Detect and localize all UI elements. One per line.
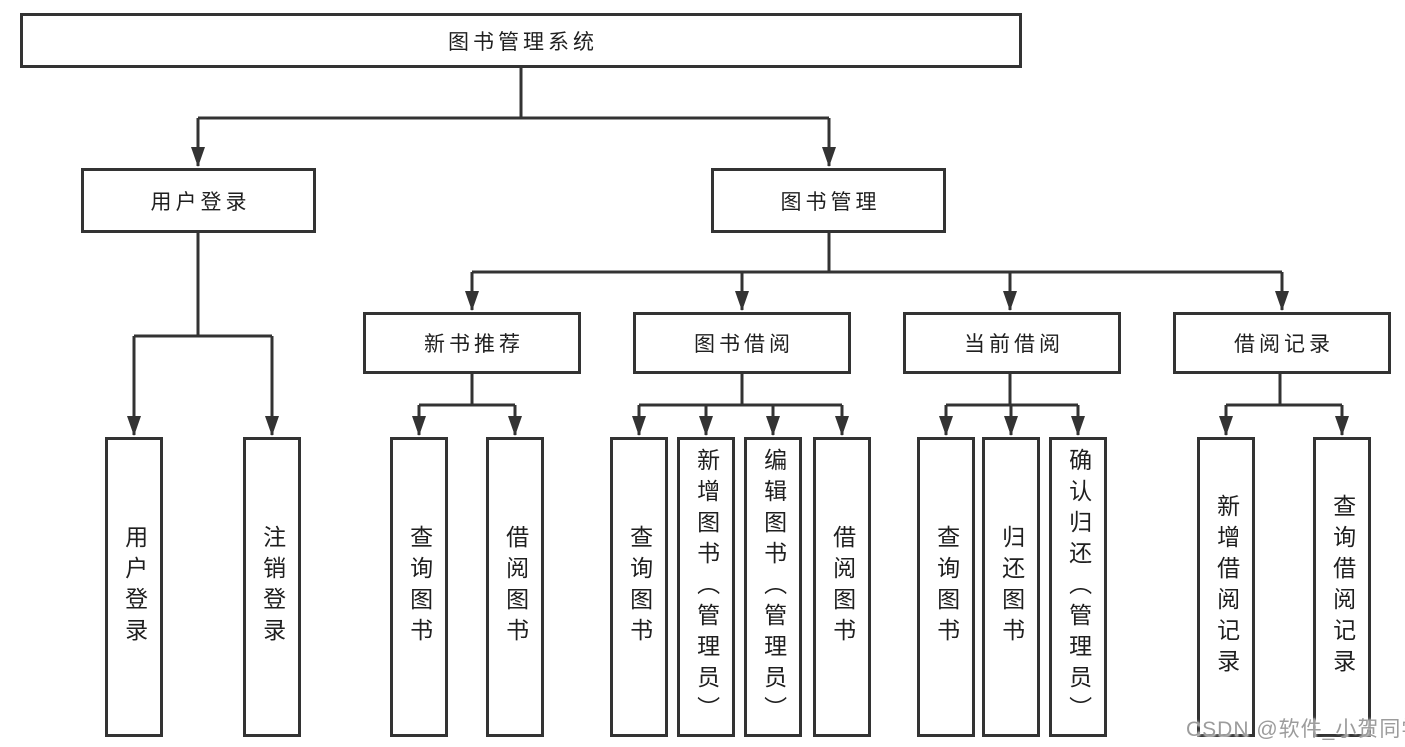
leaf-query-books-1-label: 查询图书 <box>406 525 433 649</box>
node-book-borrow: 图书借阅 <box>633 312 851 374</box>
node-book-borrow-label: 图书借阅 <box>694 333 794 356</box>
node-current-borrow-label: 当前借阅 <box>964 333 1064 356</box>
node-current-borrow: 当前借阅 <box>903 312 1121 374</box>
leaf-add-book-admin: 新增图书（管理员） <box>677 437 735 737</box>
leaf-query-books-3: 查询图书 <box>917 437 975 737</box>
leaf-return-book-label: 归还图书 <box>998 525 1025 649</box>
node-borrow-records: 借阅记录 <box>1173 312 1391 374</box>
leaf-add-book-admin-label: 新增图书（管理员） <box>693 447 720 727</box>
node-book-management: 图书管理 <box>711 168 946 233</box>
leaf-edit-book-admin-label: 编辑图书（管理员） <box>760 447 787 727</box>
leaf-borrow-books-1-label: 借阅图书 <box>502 525 529 649</box>
leaf-borrow-books-1: 借阅图书 <box>486 437 544 737</box>
leaf-user-login: 用户登录 <box>105 437 163 737</box>
leaf-query-books-3-label: 查询图书 <box>933 525 960 649</box>
leaf-return-book: 归还图书 <box>982 437 1040 737</box>
leaf-query-borrow-record: 查询借阅记录 <box>1313 437 1371 737</box>
node-user-login-label: 用户登录 <box>150 190 251 214</box>
node-root-label: 图书管理系统 <box>448 30 598 54</box>
leaf-logout: 注销登录 <box>243 437 301 737</box>
node-new-book-recommend: 新书推荐 <box>363 312 581 374</box>
leaf-confirm-return-admin-label: 确认归还（管理员） <box>1065 447 1092 727</box>
node-user-login: 用户登录 <box>81 168 316 233</box>
leaf-confirm-return-admin: 确认归还（管理员） <box>1049 437 1107 737</box>
node-new-book-recommend-label: 新书推荐 <box>424 333 524 356</box>
node-book-management-label: 图书管理 <box>780 190 881 214</box>
leaf-query-books-2: 查询图书 <box>610 437 668 737</box>
leaf-edit-book-admin: 编辑图书（管理员） <box>744 437 802 737</box>
leaf-add-borrow-record-label: 新增借阅记录 <box>1213 494 1240 680</box>
leaf-user-login-label: 用户登录 <box>121 525 148 649</box>
leaf-add-borrow-record: 新增借阅记录 <box>1197 437 1255 737</box>
leaf-logout-label: 注销登录 <box>259 525 286 649</box>
csdn-watermark: CSDN @软件_小贺同学 <box>1186 718 1405 741</box>
leaf-borrow-books-2-label: 借阅图书 <box>829 525 856 649</box>
leaf-query-books-2-label: 查询图书 <box>626 525 653 649</box>
leaf-query-books-1: 查询图书 <box>390 437 448 737</box>
node-root: 图书管理系统 <box>20 13 1022 68</box>
node-borrow-records-label: 借阅记录 <box>1234 333 1334 356</box>
leaf-query-borrow-record-label: 查询借阅记录 <box>1329 494 1356 680</box>
leaf-borrow-books-2: 借阅图书 <box>813 437 871 737</box>
